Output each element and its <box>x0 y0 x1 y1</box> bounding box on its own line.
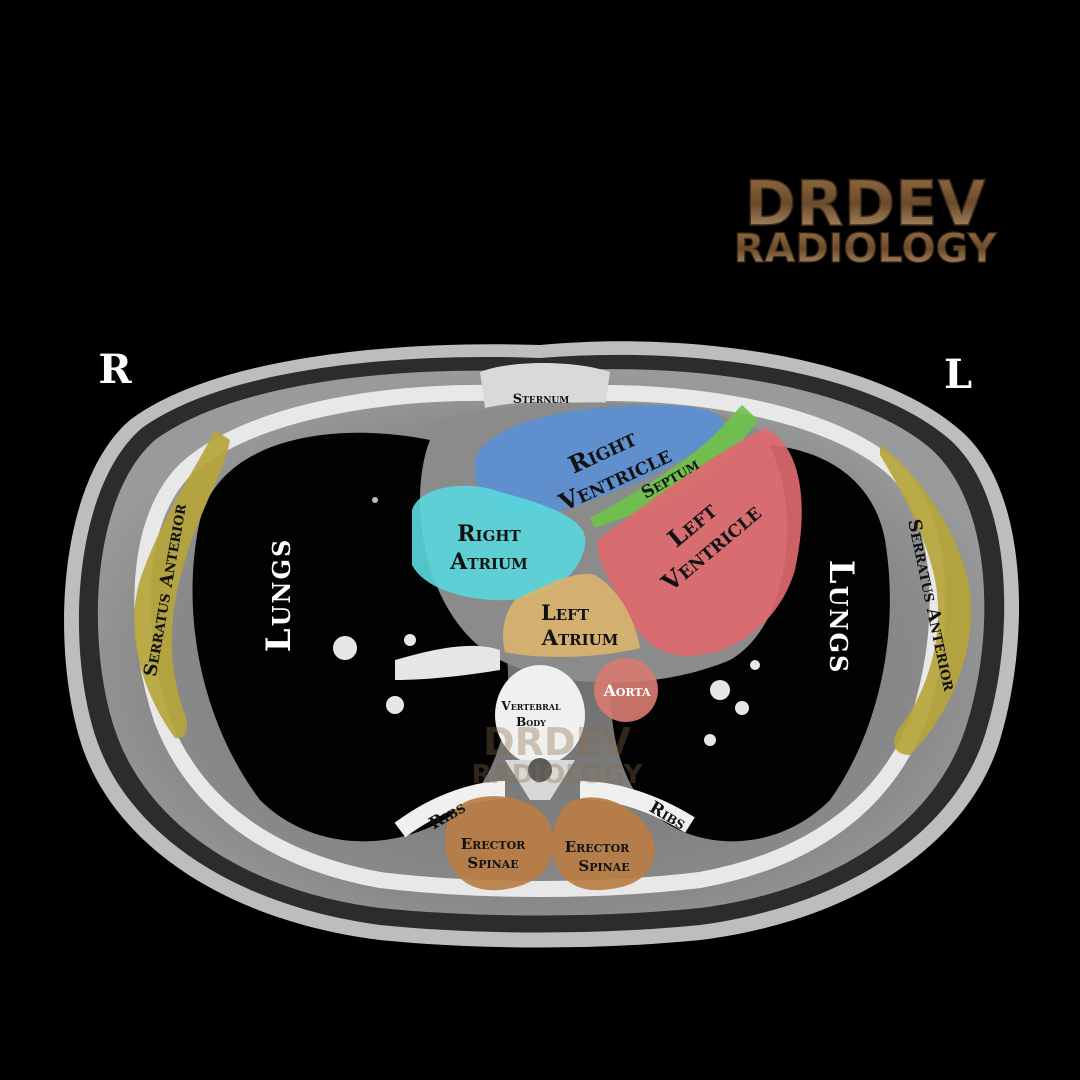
left-atrium-region <box>503 574 640 657</box>
vessel-dot <box>404 634 416 646</box>
aorta-region <box>594 658 658 722</box>
vertebral-body-bone <box>495 665 585 765</box>
vessel-dot <box>710 680 730 700</box>
vessel-dot <box>750 660 760 670</box>
serratus-anterior-right-region <box>134 430 230 739</box>
left-atrium-label-line2: Atrium <box>541 625 619 650</box>
right-atrium-label-line2: Atrium <box>449 549 527 575</box>
erector-spinae-right-region <box>445 796 553 891</box>
vessel-dot <box>372 497 378 503</box>
orientation-right-marker: R <box>98 346 132 393</box>
lungs-right-label: Lungs <box>259 538 299 653</box>
watermark-logo: DRDEV RADIOLOGY <box>733 166 998 272</box>
pulmonary-vessel-right <box>395 645 500 680</box>
left-atrium-label-line1: Left <box>541 600 590 625</box>
erector-spinae-right-label-line1: Erector <box>461 835 526 853</box>
erector-spinae-left-label-line2: Spinae <box>578 857 629 875</box>
vessel-dot <box>386 696 404 714</box>
posterior-rib-left <box>579 781 695 833</box>
vessel-dot <box>704 734 716 746</box>
aorta-label: Aorta <box>602 681 651 700</box>
watermark-line1: DRDEV <box>744 167 985 240</box>
septum-region <box>590 405 758 528</box>
vertebral-body-label-line2: Body <box>516 715 546 729</box>
watermark-line2: RADIOLOGY <box>734 226 998 272</box>
posterior-rib-right <box>394 781 506 838</box>
erector-spinae-left-region <box>551 797 655 891</box>
erector-spinae-left-label-line1: Erector <box>565 838 630 856</box>
sternum-bone <box>480 363 610 408</box>
watermark-center: DRDEV RADIOLOGY <box>472 720 644 790</box>
serratus-anterior-left-region <box>880 445 971 755</box>
orientation-left-marker: L <box>944 351 972 398</box>
right-atrium-region <box>412 485 586 601</box>
left-ventricle-region <box>597 428 802 656</box>
anatomy-overlays <box>134 405 971 891</box>
vertebral-body-label-line1: Vertebral <box>500 699 561 713</box>
sternum-label: Sternum <box>513 392 570 407</box>
right-ventricle-region <box>474 405 724 517</box>
erector-spinae-right-label-line2: Spinae <box>467 854 518 872</box>
spinal-canal <box>528 758 552 782</box>
watermark-center-line1: DRDEV <box>483 720 631 764</box>
vessel-dot <box>735 701 749 715</box>
vessel-dot <box>333 636 357 660</box>
lungs-left-label: Lungs <box>821 560 861 675</box>
watermark-center-line2: RADIOLOGY <box>472 760 644 790</box>
right-atrium-label-line1: Right <box>457 521 521 547</box>
